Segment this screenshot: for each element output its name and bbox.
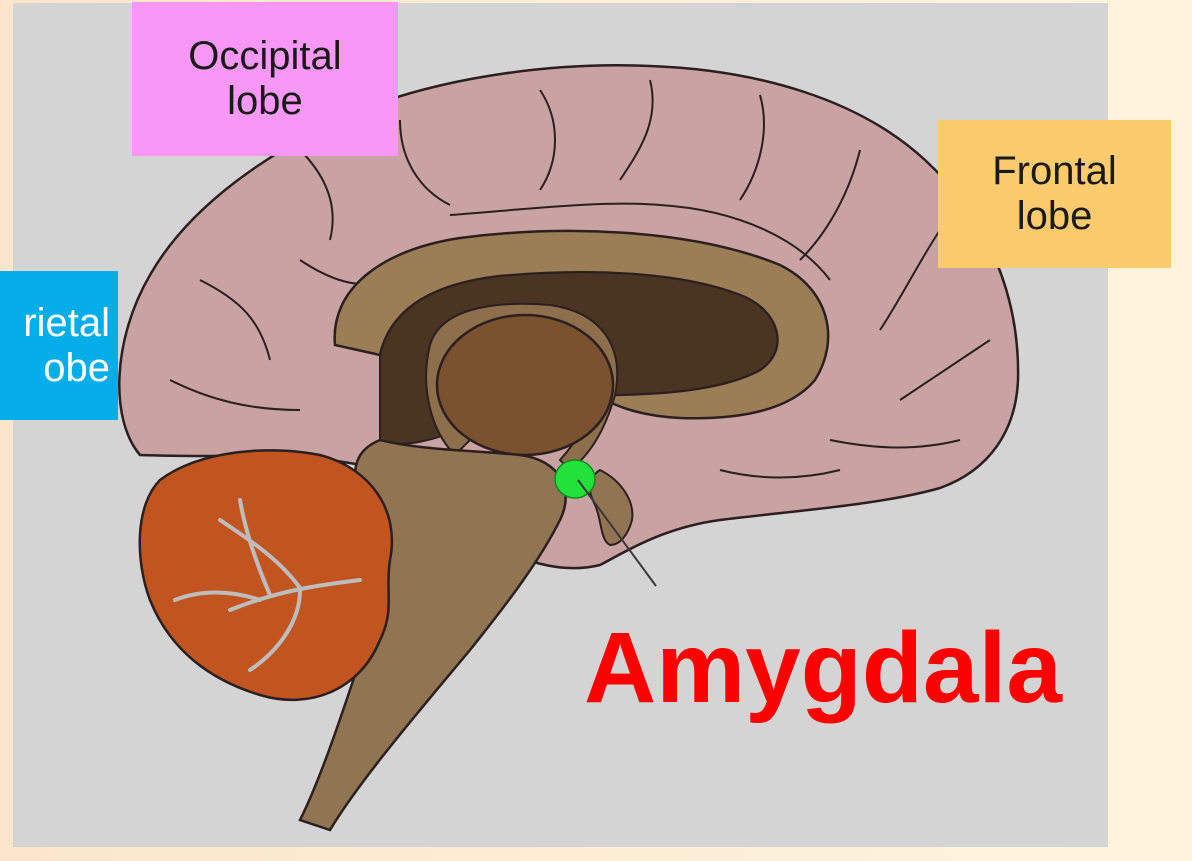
parietal-lobe-label: rietal obe (0, 271, 118, 420)
thalamus (437, 315, 613, 455)
parietal-lobe-text: rietal obe (23, 301, 118, 391)
cerebellum (140, 450, 392, 700)
amygdala (555, 460, 595, 498)
occipital-lobe-label: Occipital lobe (132, 2, 398, 156)
frontal-lobe-label: Frontal lobe (938, 120, 1171, 268)
amygdala-label: Amygdala (584, 618, 1062, 718)
